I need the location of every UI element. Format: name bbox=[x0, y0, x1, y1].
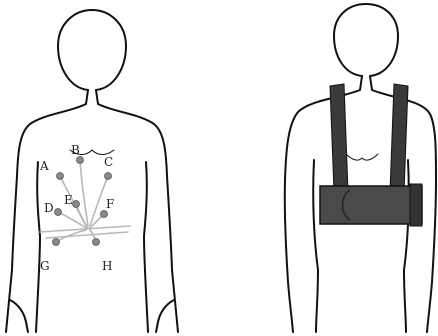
right-head-outline bbox=[334, 4, 398, 76]
belt-band bbox=[320, 186, 422, 224]
left-torso-right-side bbox=[144, 162, 148, 332]
left-hand-left bbox=[10, 300, 28, 332]
belt-side-pad bbox=[410, 184, 422, 226]
label-g: G bbox=[40, 259, 50, 273]
electrode-e bbox=[73, 201, 80, 208]
left-hand-right bbox=[156, 300, 174, 332]
electrode-d bbox=[55, 209, 62, 216]
electrode-c bbox=[105, 173, 112, 180]
right-shoulder-strap bbox=[390, 84, 408, 192]
label-d: D bbox=[44, 201, 54, 215]
electrode-b bbox=[77, 157, 84, 164]
right-panel-torso-back bbox=[285, 4, 436, 332]
harness-straps bbox=[330, 84, 408, 192]
waist-belt bbox=[320, 184, 422, 226]
left-head-outline bbox=[58, 10, 126, 90]
left-shoulder-strap bbox=[330, 84, 348, 192]
electrode-h bbox=[93, 239, 100, 246]
left-panel-torso-front bbox=[6, 10, 178, 332]
electrode-g bbox=[53, 239, 60, 246]
label-a: A bbox=[39, 159, 49, 173]
electrode-f bbox=[101, 211, 108, 218]
label-h: H bbox=[102, 259, 112, 273]
electrodes bbox=[53, 157, 112, 246]
left-body-right-outline bbox=[96, 90, 178, 332]
electrode-a bbox=[57, 173, 64, 180]
right-torso-left-side bbox=[313, 160, 318, 332]
right-back-line bbox=[346, 154, 378, 160]
label-b: B bbox=[71, 143, 80, 157]
label-f: F bbox=[106, 197, 114, 211]
label-c: C bbox=[104, 155, 113, 169]
label-e: E bbox=[64, 193, 73, 207]
left-torso-left-side bbox=[36, 162, 40, 332]
